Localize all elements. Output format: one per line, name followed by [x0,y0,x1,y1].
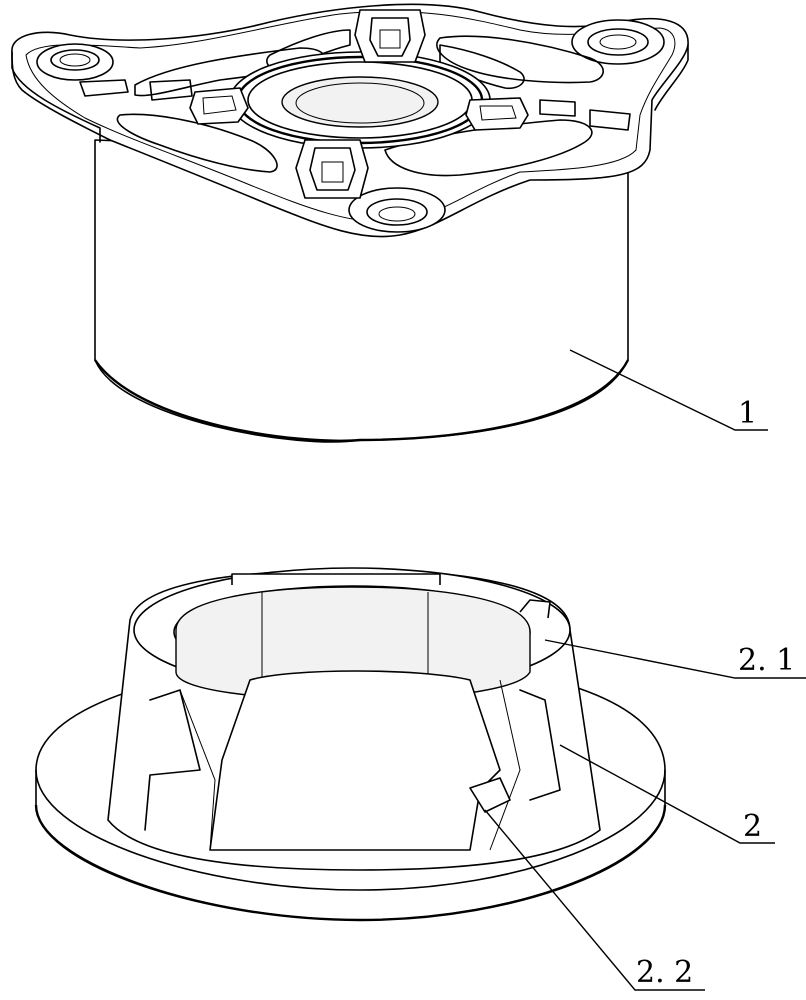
rim-lug-back [232,574,440,585]
label-part-2: 2 [743,809,762,844]
label-part-2-1: 2. 1 [738,643,795,678]
mounting-boss-bottom [349,188,445,232]
latch-clip-bottom [296,140,368,198]
part-2-base [36,568,665,920]
mounting-boss-left [37,44,113,80]
latch-clip-right [466,98,528,130]
cone-slot-center [210,671,500,850]
latch-clip-top [355,10,425,62]
latch-clip-left [190,88,248,124]
part-1-housing [12,4,688,442]
label-part-2-2: 2. 2 [636,955,693,990]
label-part-1: 1 [738,396,757,431]
central-hub [230,52,490,148]
